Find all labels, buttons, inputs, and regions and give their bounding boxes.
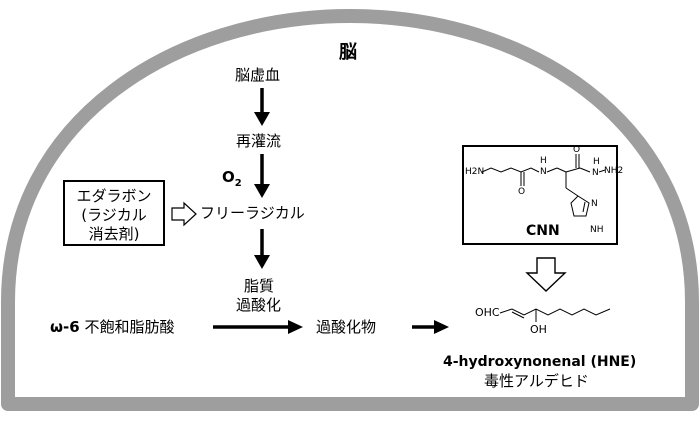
ischemia-label: 脳虚血 (235, 66, 281, 84)
lipid-label: 脂質 (244, 277, 275, 295)
arrow-radical-to-peroxidation (254, 229, 270, 269)
brain-title: 脳 (339, 42, 357, 63)
cnn-atom-h-amide: H (540, 156, 547, 166)
cnn-atom-n-ring: N (591, 199, 598, 209)
peroxide-label: 過酸化物 (316, 318, 377, 336)
free-radical-label: フリーラジカル (200, 204, 305, 222)
cnn-atom-nh2: NH2 (604, 166, 624, 176)
o2-subscript: 2 (234, 178, 242, 189)
reperfusion-label: 再灌流 (236, 132, 282, 150)
cnn-label: CNN (526, 223, 560, 239)
arrow-cnn-to-hne (525, 257, 567, 292)
cnn-skeleton (481, 154, 606, 217)
hne-skeleton (499, 308, 611, 322)
o2-label: O2 (222, 170, 242, 189)
cnn-atom-o-right: O (573, 145, 581, 155)
edaravone-line3: 消去剤) (88, 225, 140, 243)
o2-base: O (222, 168, 235, 186)
arrow-peroxide-to-hne (412, 320, 449, 334)
peroxidation-label: 過酸化 (236, 296, 282, 314)
arrow-omega6-to-peroxide (213, 320, 303, 334)
cnn-atom-nh-ring: NH (590, 225, 604, 235)
brain-dome-outline (1, 9, 699, 411)
edaravone-box: エダラボン (ラジカル 消去剤) (63, 180, 165, 246)
hne-name: 4-hydroxynonenal (HNE) (443, 354, 637, 370)
hne-atom-ohc: OHC (475, 306, 500, 319)
cnn-structure-box (462, 145, 618, 245)
edaravone-line2: (ラジカル (81, 206, 147, 224)
hne-atom-oh: OH (530, 323, 547, 336)
arrow-edaravone-inhibits-radical (171, 201, 197, 227)
cnn-atom-o-left: O (518, 187, 526, 197)
omega6-text: 不飽和脂肪酸 (84, 318, 175, 336)
arrow-reperfusion-to-radical (254, 154, 270, 198)
hne-description: 毒性アルデヒド (484, 372, 589, 390)
arrow-ischemia-to-reperfusion (254, 88, 270, 126)
omega6-prefix: ω-6 (50, 318, 80, 336)
cnn-atom-h-hydrazide: H (593, 157, 600, 167)
edaravone-line1: エダラボン (76, 187, 152, 205)
cnn-atom-h2n: H2N (465, 167, 485, 177)
cnn-atom-n-hydrazide: N (592, 168, 599, 178)
cnn-atom-n-amide: N (540, 167, 547, 177)
omega6-label: ω-6 不飽和脂肪酸 (50, 320, 175, 335)
